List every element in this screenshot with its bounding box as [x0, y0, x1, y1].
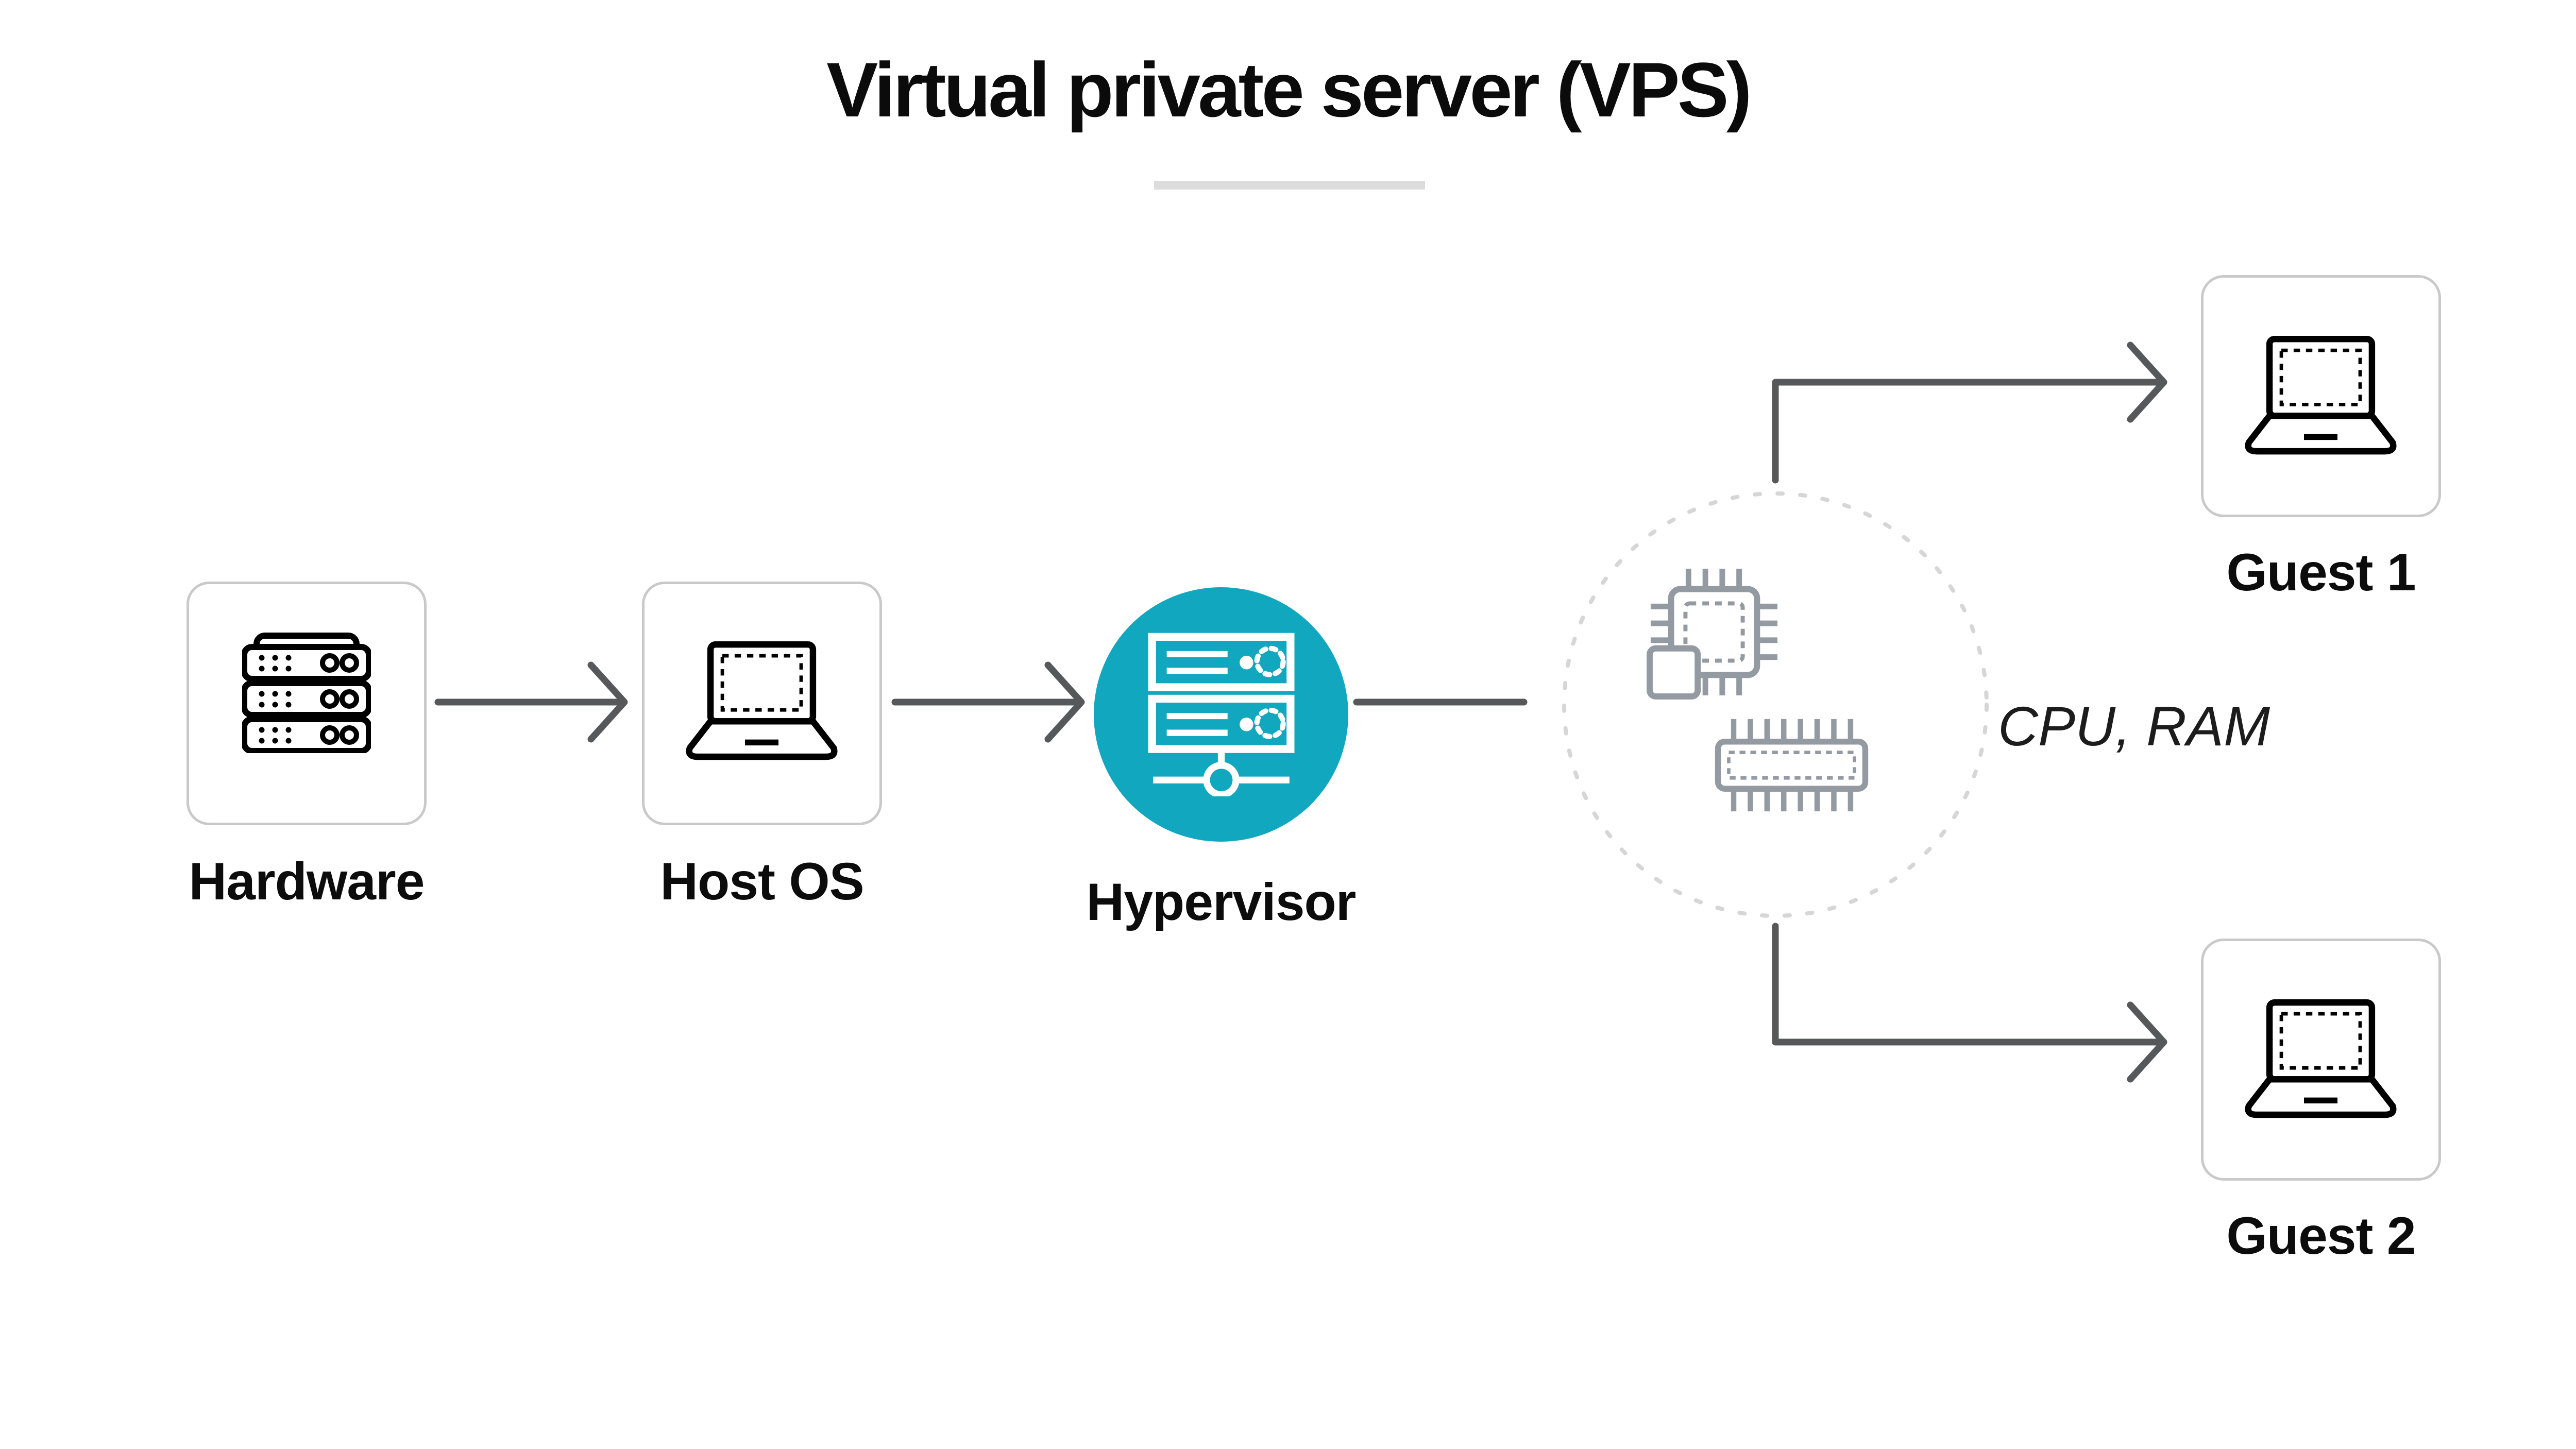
guest-2-node-box — [2201, 939, 2441, 1181]
hardware-label: Hardware — [189, 852, 425, 911]
hypervisor-label: Hypervisor — [1086, 873, 1357, 931]
cpu-ram-label: CPU, RAM — [1998, 695, 2270, 757]
hypervisor-circle — [1094, 587, 1348, 842]
ram-module-icon — [1718, 719, 1866, 811]
connector-resources-to-guest-1 — [1772, 342, 2167, 484]
guest-2-label: Guest 2 — [2226, 1206, 2416, 1265]
guest-1-label: Guest 1 — [2226, 543, 2416, 602]
host-os-node-box — [642, 582, 882, 825]
title-divider — [1154, 181, 1425, 190]
page-title: Virtual private server (VPS) — [826, 46, 1752, 133]
arrow-host-os-to-hypervisor — [891, 661, 1085, 743]
arrow-hardware-to-host-os — [434, 661, 628, 743]
resources-dashed-circle — [1562, 491, 1989, 918]
host-os-label: Host OS — [660, 852, 864, 911]
cpu-chip-icon — [1650, 569, 1777, 696]
connector-resources-to-guest-2 — [1772, 923, 2167, 1083]
guest-1-node-box — [2201, 275, 2441, 517]
hardware-node-box — [187, 582, 427, 825]
